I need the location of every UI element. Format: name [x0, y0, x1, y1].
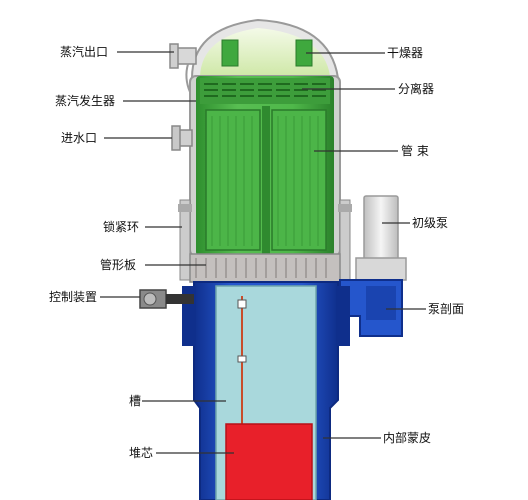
label-tank: 槽: [129, 394, 142, 408]
control-rods: [237, 296, 247, 440]
dryer: [221, 39, 313, 67]
label-tube-sheet: 管形板: [100, 258, 137, 272]
label-lock-ring: 锁紧环: [103, 220, 140, 234]
label-water-inlet: 进水口: [61, 131, 98, 145]
label-dryer: 干燥器: [387, 46, 424, 60]
tube-bundle: [205, 106, 327, 254]
steam-generator: [196, 76, 334, 256]
label-inner-skin: 内部蒙皮: [383, 431, 432, 445]
reactor-core: [225, 423, 313, 500]
label-control-device: 控制装置: [49, 290, 98, 304]
label-tube-bundle: 管 束: [401, 144, 429, 158]
label-core: 堆芯: [129, 446, 154, 460]
steam-dome: [190, 18, 340, 79]
pump-section: [339, 279, 403, 337]
water-inlet-nozzle: [171, 125, 193, 151]
label-pump-section: 泵剖面: [428, 302, 465, 316]
label-steam-generator: 蒸汽发生器: [55, 94, 116, 108]
label-separator: 分离器: [398, 82, 435, 96]
label-steam-outlet: 蒸汽出口: [60, 45, 109, 59]
control-device: [139, 289, 194, 309]
leader-lines: [100, 51, 426, 454]
primary-pump: [355, 195, 407, 281]
separator: [200, 78, 330, 104]
label-primary-pump: 初级泵: [412, 216, 449, 230]
